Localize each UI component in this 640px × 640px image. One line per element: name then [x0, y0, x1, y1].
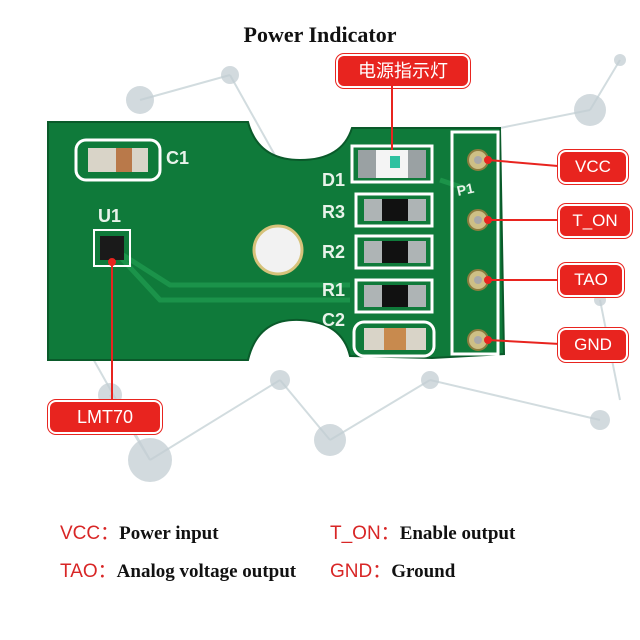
pin-callout-tao: TAO	[560, 265, 622, 295]
legend-key: GND：	[330, 561, 392, 582]
resistor-r1	[354, 278, 434, 314]
legend-key: TAO：	[60, 561, 117, 582]
label-u1: U1	[98, 206, 121, 226]
legend-t-on: T_ON：Enable output	[330, 518, 515, 545]
legend-vcc: VCC：Power input	[60, 518, 219, 545]
label-p1: P1	[455, 180, 475, 199]
label-c1: C1	[166, 148, 189, 168]
label-r1: R1	[322, 280, 345, 300]
sensor-u1	[93, 229, 131, 267]
legend-tao: TAO：Analog voltage output	[60, 556, 296, 583]
pin-callout-t-on: T_ON	[560, 206, 630, 236]
pin-callout-vcc: VCC	[560, 152, 626, 182]
label-c2: C2	[322, 310, 345, 330]
resistor-r2	[354, 234, 434, 270]
legend-value: Power input	[119, 523, 219, 544]
power-indicator-title: Power Indicator	[243, 22, 397, 47]
legend-gnd: GND：Ground	[330, 556, 455, 583]
header-outline	[450, 130, 500, 356]
legend-value: Ground	[391, 561, 456, 582]
capacitor-c1	[74, 138, 162, 182]
lmt70-callout: LMT70	[50, 402, 160, 432]
label-d1: D1	[322, 170, 345, 190]
legend-key: VCC：	[60, 523, 120, 544]
power-indicator-callout: 电源指示灯	[338, 56, 468, 86]
capacitor-c2	[352, 320, 436, 358]
header-pins	[467, 149, 489, 351]
label-r3: R3	[322, 202, 345, 222]
led-d1	[350, 144, 434, 184]
legend-value: Analog voltage output	[116, 561, 297, 582]
mounting-hole	[252, 224, 304, 276]
legend-value: Enable output	[399, 523, 516, 544]
legend-key: T_ON：	[330, 523, 400, 544]
resistor-r3	[354, 192, 434, 228]
label-r2: R2	[322, 242, 345, 262]
callout-leaders	[108, 86, 561, 402]
pin-callout-gnd: GND	[560, 330, 626, 360]
